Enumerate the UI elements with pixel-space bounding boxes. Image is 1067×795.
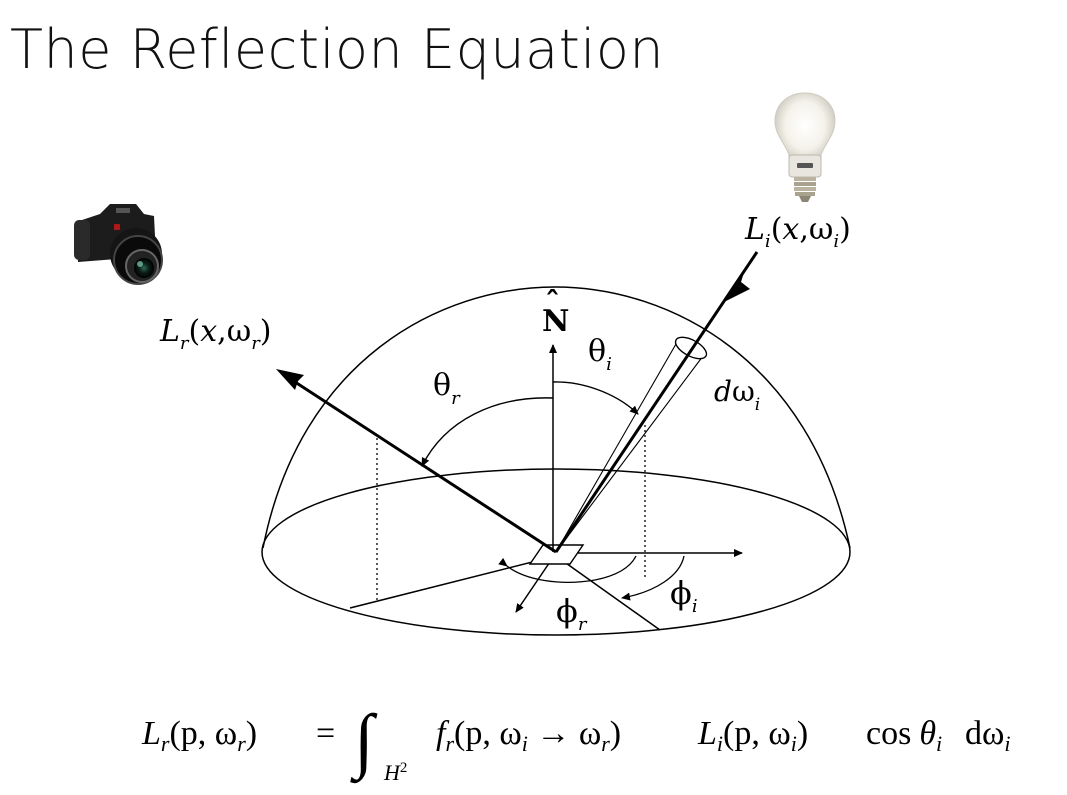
equation-brdf: fr(p, ωi → ωr) <box>436 715 621 756</box>
camera-icon <box>74 204 163 285</box>
theta-i-arc <box>552 381 639 415</box>
d-omega-i-label: dωi <box>714 375 760 415</box>
equation-d-omega: dωi <box>965 715 1011 756</box>
equation-equals: = <box>316 715 335 752</box>
theta-r-arc <box>421 397 554 467</box>
slide-title: The Reflection Equation <box>10 18 665 81</box>
reflected-arrowhead <box>276 369 304 390</box>
integral-domain: H2 <box>383 760 407 785</box>
hemisphere-base <box>261 468 851 636</box>
normal-hat: ˆ <box>545 286 560 321</box>
incident-radiance-label: Li(x,ωi) <box>744 212 851 252</box>
cone-edge-1 <box>555 343 677 553</box>
reflected-radiance-label: Lr(x,ωr) <box>159 314 272 354</box>
normal-label-group: ˆ N <box>542 286 569 339</box>
equation-lhs: Lr(p, ωr) <box>141 715 257 756</box>
integral-sign: ∫ <box>350 700 378 784</box>
phi-i-arc <box>621 555 685 601</box>
equation-incident: Li(p, ωi) <box>697 715 808 756</box>
phi-i-label: ϕi <box>670 574 698 617</box>
base-line-r <box>349 555 557 609</box>
theta-r-label: θr <box>433 368 461 409</box>
phi-r-arc <box>498 555 637 583</box>
incident-ray <box>554 251 759 553</box>
base-line-i <box>555 555 661 631</box>
surface-patch <box>528 544 585 565</box>
theta-i-label: θi <box>588 334 612 375</box>
incident-arrowhead <box>724 266 750 302</box>
normal-label: N <box>542 304 569 339</box>
phi-r-label: ϕr <box>556 592 588 635</box>
cone-edge-2 <box>555 351 707 553</box>
light-bulb-icon <box>774 92 836 202</box>
